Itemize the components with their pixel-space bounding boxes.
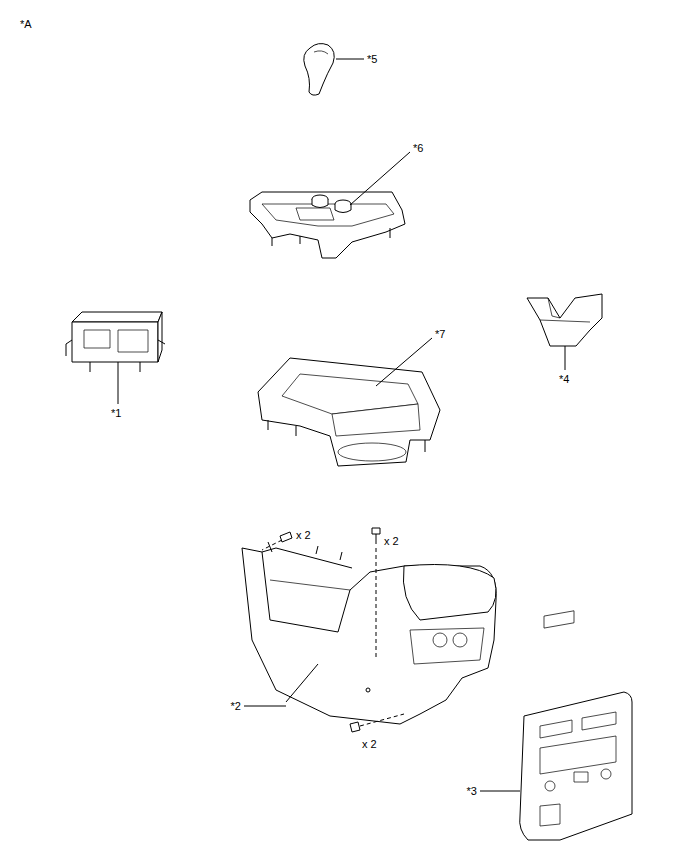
quantity-note: x 2 [362, 737, 377, 751]
callout-number: *4 [559, 372, 569, 386]
callout-number: *5 [367, 52, 377, 66]
quantity-note: x 2 [296, 528, 311, 542]
cup-holder-insert [527, 294, 602, 370]
callout-number: *2 [231, 699, 241, 713]
rear-console-panel [480, 611, 632, 840]
callout-number: *7 [435, 327, 445, 341]
shift-knob [304, 44, 364, 96]
console-frame [258, 338, 440, 466]
callout-number: *A [20, 17, 32, 31]
callout-number: *6 [413, 141, 423, 155]
callout-number: *1 [111, 406, 121, 420]
console-box-part [66, 312, 165, 404]
quantity-note: x 2 [384, 534, 399, 548]
console-box [242, 528, 496, 732]
callout-number: *3 [467, 784, 477, 798]
upper-console-panel [250, 152, 410, 258]
